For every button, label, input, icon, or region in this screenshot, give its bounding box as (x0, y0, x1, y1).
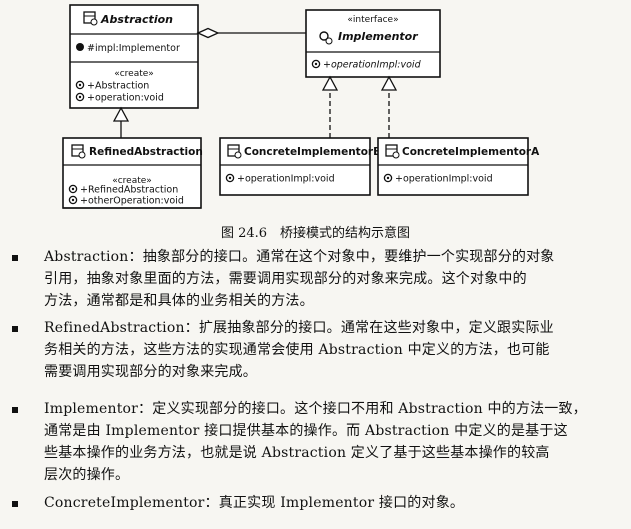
abstraction-stereotype: «create» (114, 69, 154, 79)
refined-method-1: +RefinedAbstraction (80, 185, 178, 196)
protected-field-icon (76, 43, 84, 51)
bullet-icon (12, 501, 18, 507)
list-item-line: ConcreteImplementor：真正实现 Implementor 接口的… (44, 495, 465, 511)
list-item-line: Abstraction：抽象部分的接口。通常在这个对象中，要维护一个实现部分的对… (44, 249, 555, 265)
list-item-line: 需要调用实现部分的对象来完成。 (44, 364, 257, 380)
aggregation-connector (196, 27, 306, 39)
bullet-icon (12, 326, 18, 332)
list-item-line: Implementor：定义实现部分的接口。这个接口不用和 Abstractio… (44, 401, 587, 417)
public-method-icon (75, 92, 85, 102)
bullet-icon (12, 255, 18, 261)
public-method-icon (225, 173, 235, 183)
generalization-connector (112, 106, 130, 138)
concrete-a-method: +operationImpl:void (395, 174, 493, 185)
class-refined-abstraction: RefinedAbstraction «create» +RefinedAbst… (62, 137, 203, 209)
class-icon (71, 144, 86, 159)
public-method-icon (311, 59, 321, 69)
refined-method-2: +otherOperation:void (80, 196, 184, 207)
list-item-line: 层次的操作。 (44, 467, 130, 483)
concrete-b-method: +operationImpl:void (237, 174, 335, 185)
class-abstraction: Abstraction #impl:Implementor «create» +… (69, 4, 199, 109)
list-item-line: 方法，通常都是和具体的业务相关的方法。 (44, 293, 314, 309)
list-item-line: RefinedAbstraction：扩展抽象部分的接口。通常在这些对象中，定义… (44, 320, 554, 336)
bullet-icon (12, 407, 18, 413)
public-method-icon (75, 80, 85, 90)
implementor-stereotype: «interface» (347, 15, 398, 25)
realization-connector-a (380, 75, 398, 138)
public-method-icon (383, 173, 393, 183)
refined-stereotype: «create» (112, 176, 152, 186)
list-item-line: 通常是由 Implementor 接口提供基本的操作。而 Abstraction… (44, 423, 568, 439)
public-method-icon (68, 184, 78, 194)
list-item-line: 引用，抽象对象里面的方法，需要调用实现部分的对象来完成。这个对象中的 (44, 271, 527, 287)
class-icon (385, 144, 400, 159)
implementor-method: +operationImpl:void (323, 60, 422, 71)
abstraction-method-1: +Abstraction (87, 81, 149, 92)
list-item-line: 些基本操作的业务方法，也就是说 Abstraction 定义了基于这些基本操作的… (44, 445, 550, 461)
abstraction-name: Abstraction (100, 13, 173, 26)
concrete-a-name: ConcreteImplementorA (402, 146, 540, 158)
interface-implementor: «interface» Implementor +operationImpl:v… (305, 9, 441, 78)
abstraction-field: #impl:Implementor (87, 43, 180, 54)
public-method-icon (68, 195, 78, 205)
implementor-name: Implementor (338, 30, 418, 43)
interface-icon (319, 31, 333, 45)
abstraction-method-2: +operation:void (87, 93, 164, 104)
figure-caption: 图 24.6 桥接模式的结构示意图 (220, 226, 411, 241)
realization-connector-b (321, 75, 339, 138)
class-icon (83, 11, 98, 26)
uml-class-diagram: Abstraction #impl:Implementor «create» +… (62, 4, 540, 209)
refined-name: RefinedAbstraction (89, 146, 203, 158)
concrete-b-name: ConcreteImplementorB (244, 146, 381, 158)
list-item-line: 务相关的方法，这些方法的实现通常会使用 Abstraction 中定义的方法，也… (44, 342, 550, 358)
class-concrete-implementor-b: ConcreteImplementorB +operationImpl:void (219, 137, 381, 196)
class-concrete-implementor-a: ConcreteImplementorA +operationImpl:void (377, 137, 540, 196)
class-icon (227, 144, 242, 159)
